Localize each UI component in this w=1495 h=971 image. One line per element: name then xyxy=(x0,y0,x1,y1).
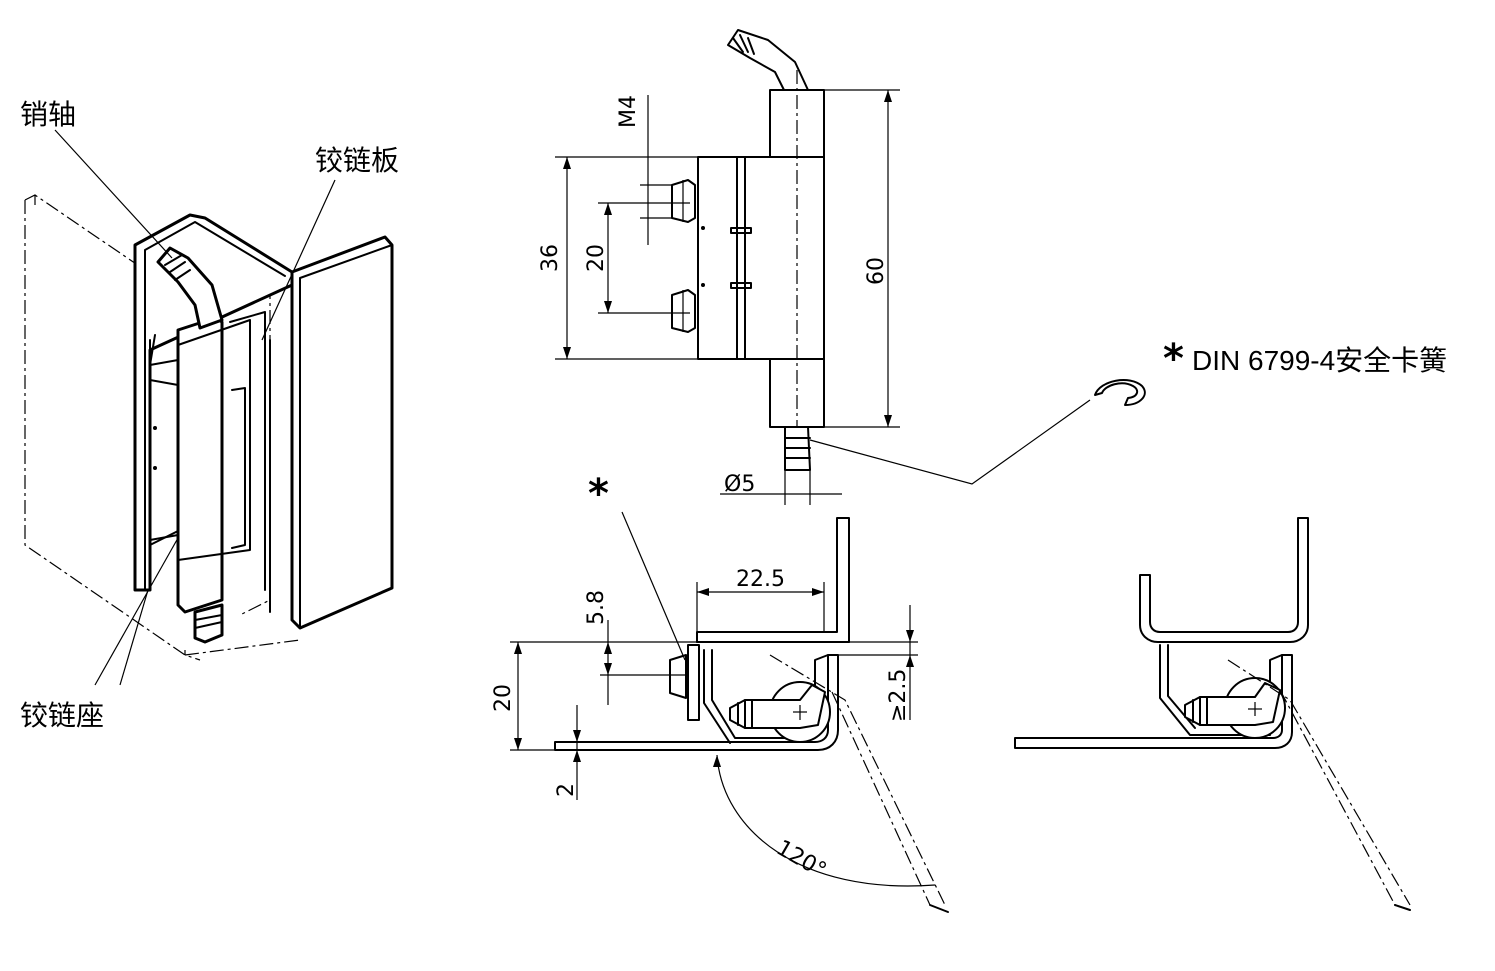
pin-top-bent xyxy=(156,246,224,330)
dim-20-side: 20 xyxy=(491,684,516,712)
top-view-closed xyxy=(1014,517,1411,911)
callout-star: * xyxy=(588,471,609,517)
label-hinge-plate: 铰链板 xyxy=(315,144,399,177)
dim-120-deg: 120° xyxy=(772,836,830,884)
dim-2: 2 xyxy=(554,783,579,797)
dim-22-5: 22.5 xyxy=(736,567,785,592)
dim-5-8: 5.8 xyxy=(584,590,609,625)
label-pin: 销轴 xyxy=(20,98,76,131)
circlip-icon xyxy=(1094,379,1146,406)
label-hinge-seat: 铰链座 xyxy=(20,699,104,732)
dim-m4: M4 xyxy=(616,95,641,128)
front-view xyxy=(555,29,1146,505)
note-circlip-text: DIN 6799-4安全卡簧 xyxy=(1192,345,1447,376)
dim-dia5: Ø5 xyxy=(724,472,755,497)
dim-36: 36 xyxy=(538,244,563,272)
dim-20-front: 20 xyxy=(584,244,609,272)
note-star: * xyxy=(1163,336,1184,382)
hinge-plate-shape xyxy=(290,235,394,630)
dim-gap-2-5: ≥2.5 xyxy=(886,669,911,722)
hinge-barrel xyxy=(176,316,224,614)
pin-bottom xyxy=(193,603,224,644)
front-body xyxy=(697,156,825,360)
dim-60: 60 xyxy=(864,257,889,285)
top-view-open xyxy=(510,511,949,913)
isometric-hinge-view xyxy=(24,129,394,686)
